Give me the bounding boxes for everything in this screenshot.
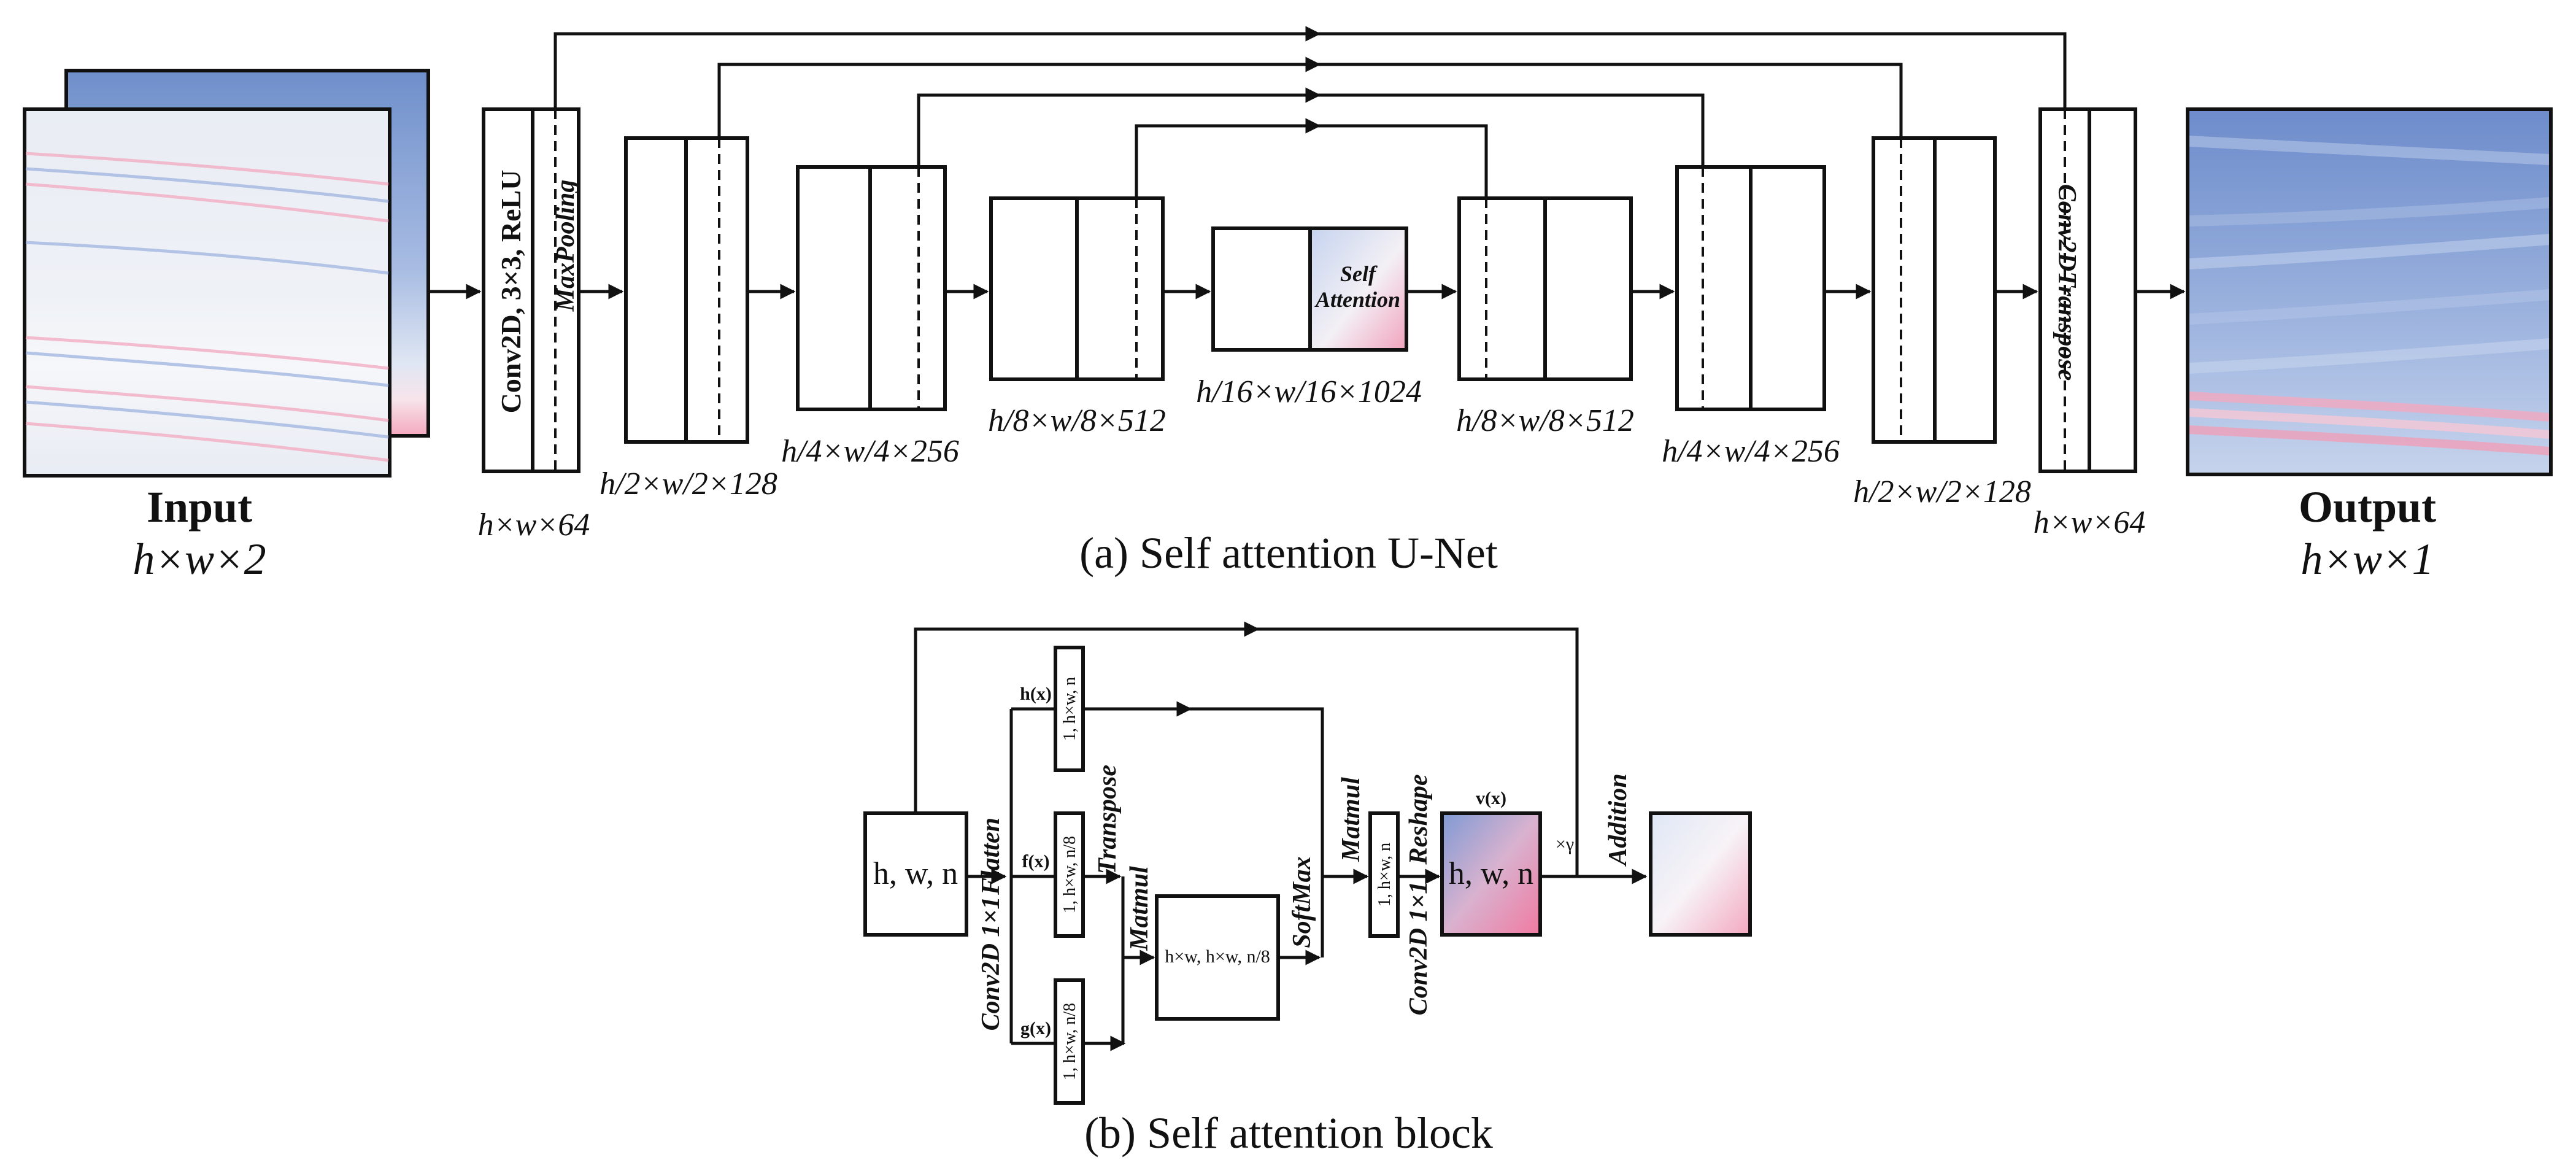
out-vector-box [1368,811,1400,938]
attention-map-label: h×w, h×w, n/8 [1165,946,1270,967]
attn-input-box [863,811,968,937]
self-attention-label-1: Self [1340,261,1378,286]
dims-bottleneck: h/16×w/16×1024 [1196,374,1422,409]
decoder-block-1: Conv2DTranspose [2038,107,2137,473]
vx-box-label: h, w, n [1449,856,1533,891]
dims-dec4: h/8×w/8×512 [1456,403,1634,438]
conv1x1-label-b: Conv2D 1×1 [1405,881,1433,1016]
dims-dec3: h/4×w/4×256 [1662,434,1840,469]
dims-dec1: h×w×64 [2034,505,2146,540]
dims-enc1: h×w×64 [478,508,590,543]
self-attention-label-2: Attention [1314,287,1400,312]
vx-box [1440,811,1542,937]
attention-output-box [1649,811,1752,937]
f-vector-box [1054,811,1085,938]
f-vector-label: 1, h×w, n/8 [1060,836,1079,913]
decoder-block-4 [1457,196,1633,381]
encoder-block-3 [796,165,947,411]
softmax-label: SoftMax [1288,856,1316,948]
input-title: Input [147,482,252,532]
encoder-block-2 [624,136,749,444]
attention-block-diagram: h, w, n Flatten Conv2D 1×1 h(x) f(x) g(x… [863,621,1752,1158]
gx-label: g(x) [1020,1018,1051,1038]
dims-enc3: h/4×w/4×256 [781,434,959,469]
bottleneck-block: Self Attention [1211,226,1408,352]
decoder-block-2 [1872,136,1997,444]
caption-unet: (a) Self attention U-Net [1079,528,1498,578]
addition-label: Addition [1604,773,1632,867]
conv-relu-label: Conv2D, 3×3, ReLU [495,170,526,414]
matmul-label-a: Matmul [1125,866,1154,951]
caption-attention-block: (b) Self attention block [1084,1108,1493,1158]
g-vector-label: 1, h×w, n/8 [1060,1003,1079,1080]
output-title: Output [2299,482,2436,532]
vx-label: v(x) [1476,788,1506,808]
encoder-block-1: Conv2D, 3×3, ReLU MaxPooling [482,107,580,473]
input-dims: h×w×2 [133,535,266,584]
hx-label: h(x) [1020,684,1052,704]
out-vector-label: 1, h×w, n [1375,843,1394,907]
conv1x1-label-a: Conv2D 1×1 [977,897,1005,1031]
unet-diagram: Input h×w×2 Conv2D, 3×3, ReLU MaxPooling… [23,26,2553,584]
flatten-label: Flatten [977,818,1005,895]
maxpooling-label: MaxPooling [552,180,580,312]
matmul-label-b: Matmul [1337,777,1365,862]
encoder-block-4 [989,196,1165,381]
g-vector-box [1054,978,1085,1105]
transpose-label: Transpose [1093,765,1122,874]
output-image [2186,107,2553,476]
skip-connections [553,26,2067,198]
dims-enc2: h/2×w/2×128 [600,466,777,501]
dims-enc4: h/8×w/8×512 [988,403,1166,438]
conv2dtranspose-label: Conv2DTranspose [2053,184,2081,381]
decoder-block-3 [1675,165,1826,411]
reshape-label: Reshape [1405,775,1433,865]
attn-input-label: h, w, n [873,856,958,891]
fx-label: f(x) [1022,851,1050,872]
h-vector-label: 1, h×w, n [1060,677,1079,741]
dims-dec2: h/2×w/2×128 [1853,474,2031,509]
output-dims: h×w×1 [2300,535,2434,584]
gamma-label: ×γ [1556,834,1574,854]
input-image-stack [23,69,430,478]
